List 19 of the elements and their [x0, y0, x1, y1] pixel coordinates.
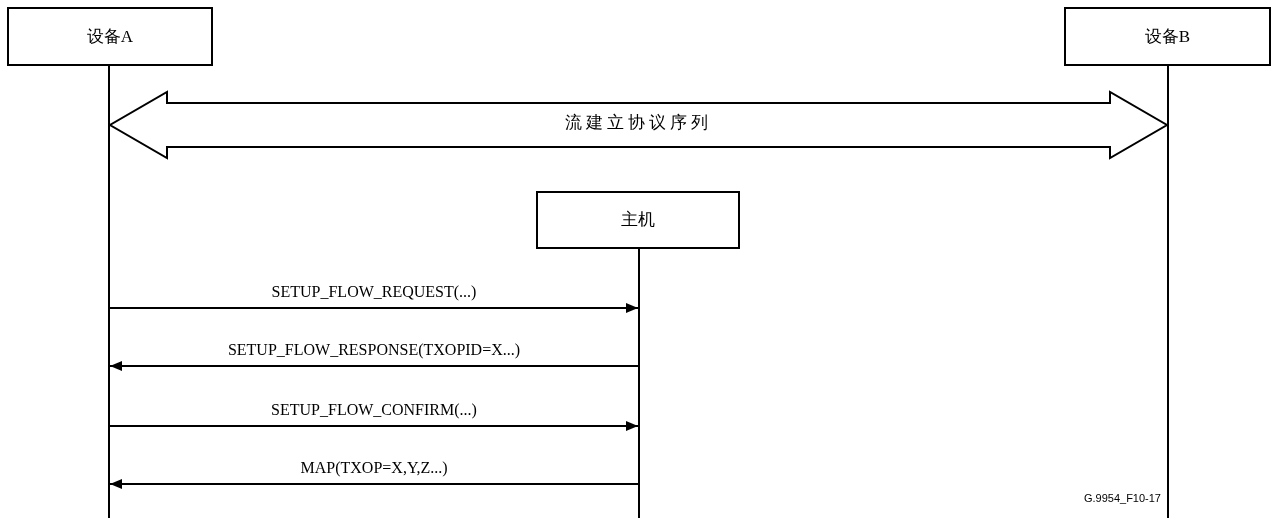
message-arrow: [109, 421, 639, 431]
message-arrow: [109, 479, 639, 489]
edge-label: SETUP_FLOW_CONFIRM(...): [270, 400, 478, 421]
lifeline: [1167, 66, 1169, 518]
figure-code: G.9954_F10-17: [1083, 491, 1161, 506]
participant-label: 设备A: [86, 25, 134, 48]
message-arrow: [109, 361, 639, 371]
lifeline: [638, 249, 640, 518]
participant-label: 主机: [621, 209, 655, 232]
edge-label: SETUP_FLOW_RESPONSE(TXOPID=X...): [226, 340, 522, 361]
participant-box: [7, 7, 213, 66]
edge-label: SETUP_FLOW_REQUEST(...): [270, 282, 478, 303]
double-block-arrow: [108, 90, 1169, 160]
edge-label: MAP(TXOP=X,Y,Z...): [299, 458, 449, 479]
lifeline: [108, 66, 110, 518]
participant-box: [536, 191, 740, 249]
message-arrow: [109, 303, 639, 313]
participant-label: 设备B: [1144, 25, 1191, 48]
participant-box: [1064, 7, 1271, 66]
